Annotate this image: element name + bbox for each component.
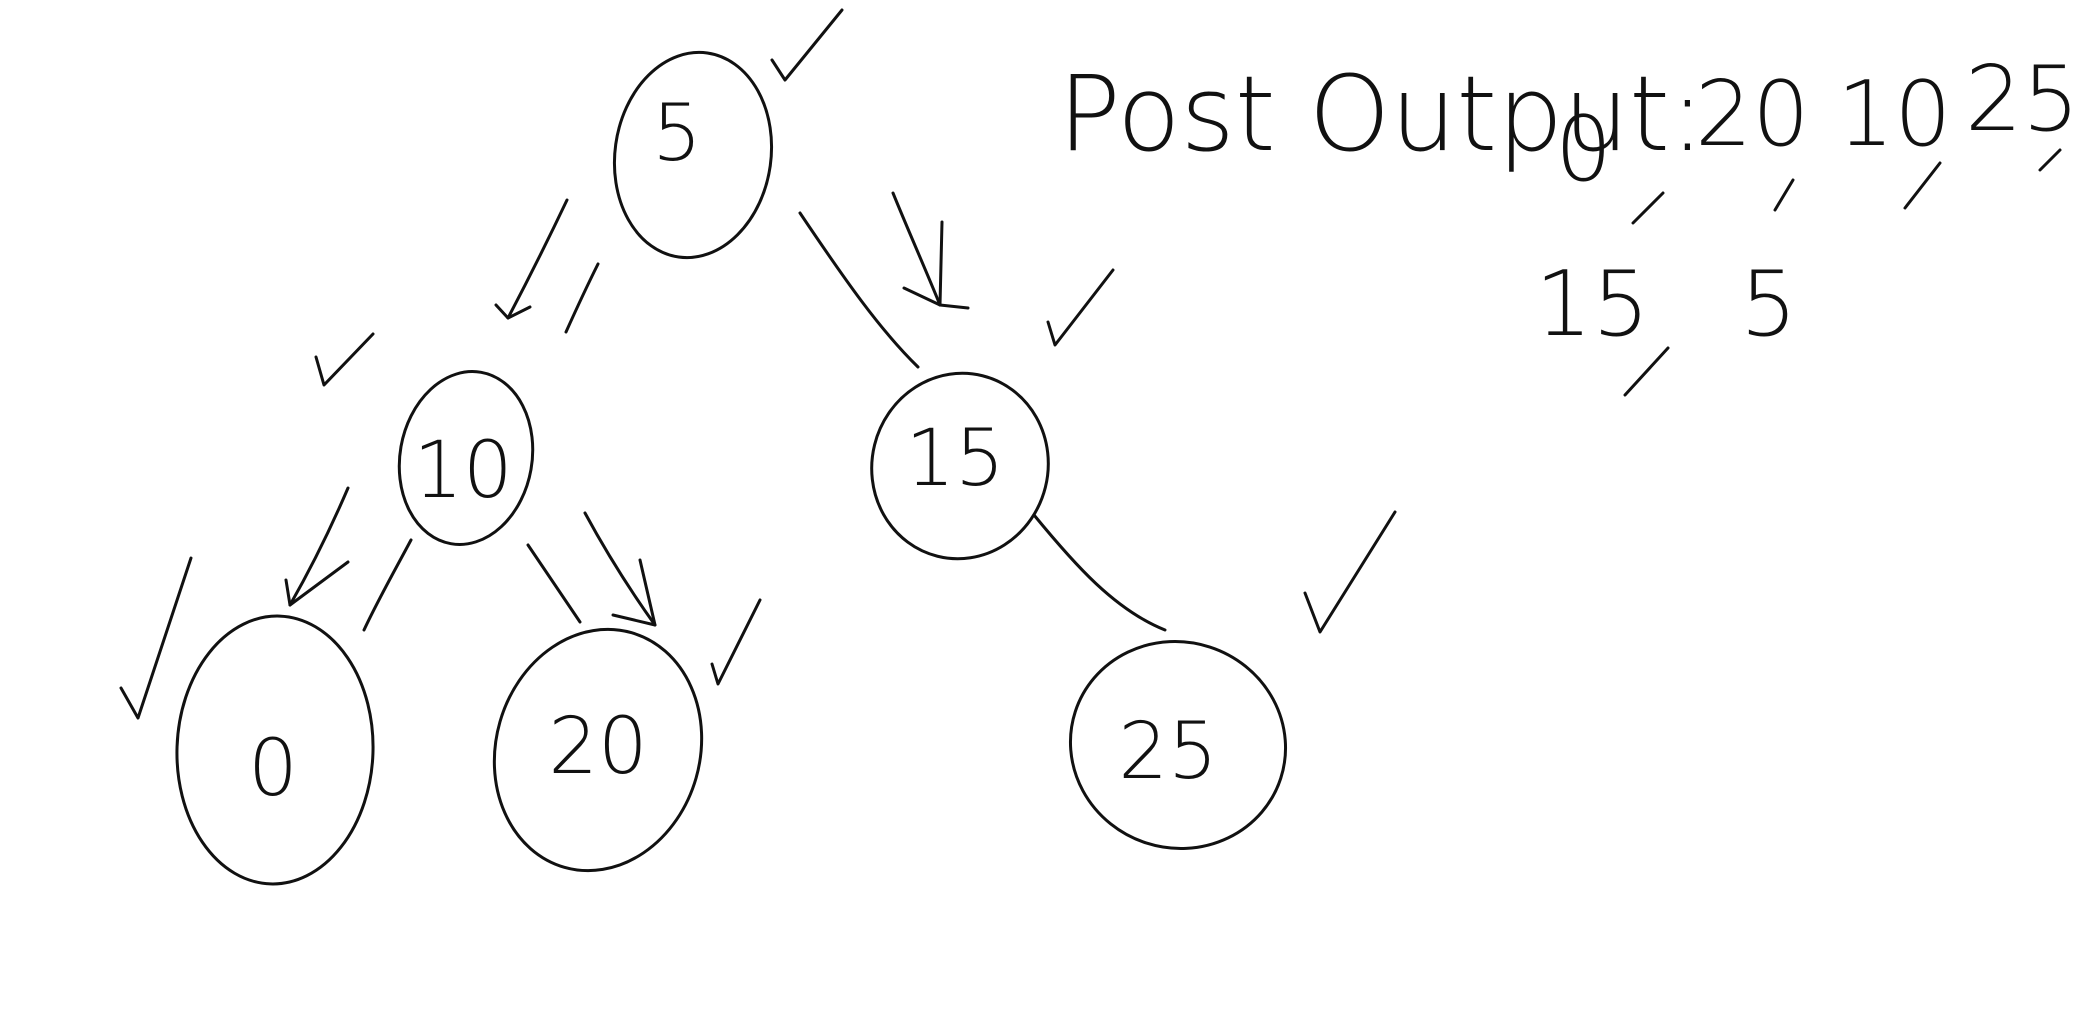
- edge-right-right: [1032, 513, 1167, 632]
- node-circle-right-right: [1068, 640, 1288, 850]
- node-circle-left-left: [175, 614, 375, 886]
- node-label-right-right: 25: [1118, 707, 1217, 797]
- output-comma-1: [1631, 191, 1665, 225]
- output-comma-4: [2038, 148, 2062, 172]
- edge-root-left: [564, 262, 600, 334]
- traversal-arrow-to-left-right: [583, 511, 657, 627]
- edge-root-right: [798, 211, 920, 369]
- check-mark-left-left: [119, 556, 193, 720]
- check-mark-left-right: [710, 598, 762, 686]
- edge-left-right: [526, 543, 582, 624]
- node-label-root: 5: [652, 89, 702, 179]
- output-comma-2: [1773, 178, 1795, 212]
- node-circle-left: [397, 370, 535, 546]
- edge-left-left: [362, 538, 413, 632]
- output-comma-3: [1903, 161, 1942, 210]
- output-title: Post Output:: [1058, 53, 1705, 175]
- check-mark-right: [1046, 268, 1115, 347]
- traversal-arrow-to-left-left: [284, 486, 350, 607]
- check-mark-root: [770, 8, 844, 82]
- output-value-5: 15: [1535, 252, 1650, 357]
- node-label-left-right: 20: [548, 702, 647, 792]
- node-circle-left-right: [492, 627, 704, 873]
- check-mark-right-right: [1303, 510, 1397, 634]
- output-value-6: 5: [1740, 252, 1797, 357]
- node-label-left-left: 0: [248, 724, 298, 814]
- check-mark-left: [314, 332, 375, 387]
- traversal-arrow-to-right: [891, 191, 970, 310]
- traversal-arrow-to-left: [494, 198, 569, 320]
- node-label-right: 15: [905, 414, 1004, 504]
- output-value-2: 20: [1695, 62, 1810, 167]
- node-circle-root: [612, 50, 774, 260]
- output-comma-5: [1623, 346, 1670, 397]
- output-value-4: 25: [1965, 47, 2074, 152]
- output-value-3: 10: [1837, 62, 1952, 167]
- node-label-left: 10: [413, 426, 512, 516]
- node-circle-right: [870, 371, 1050, 561]
- output-value-1: 0: [1555, 97, 1612, 202]
